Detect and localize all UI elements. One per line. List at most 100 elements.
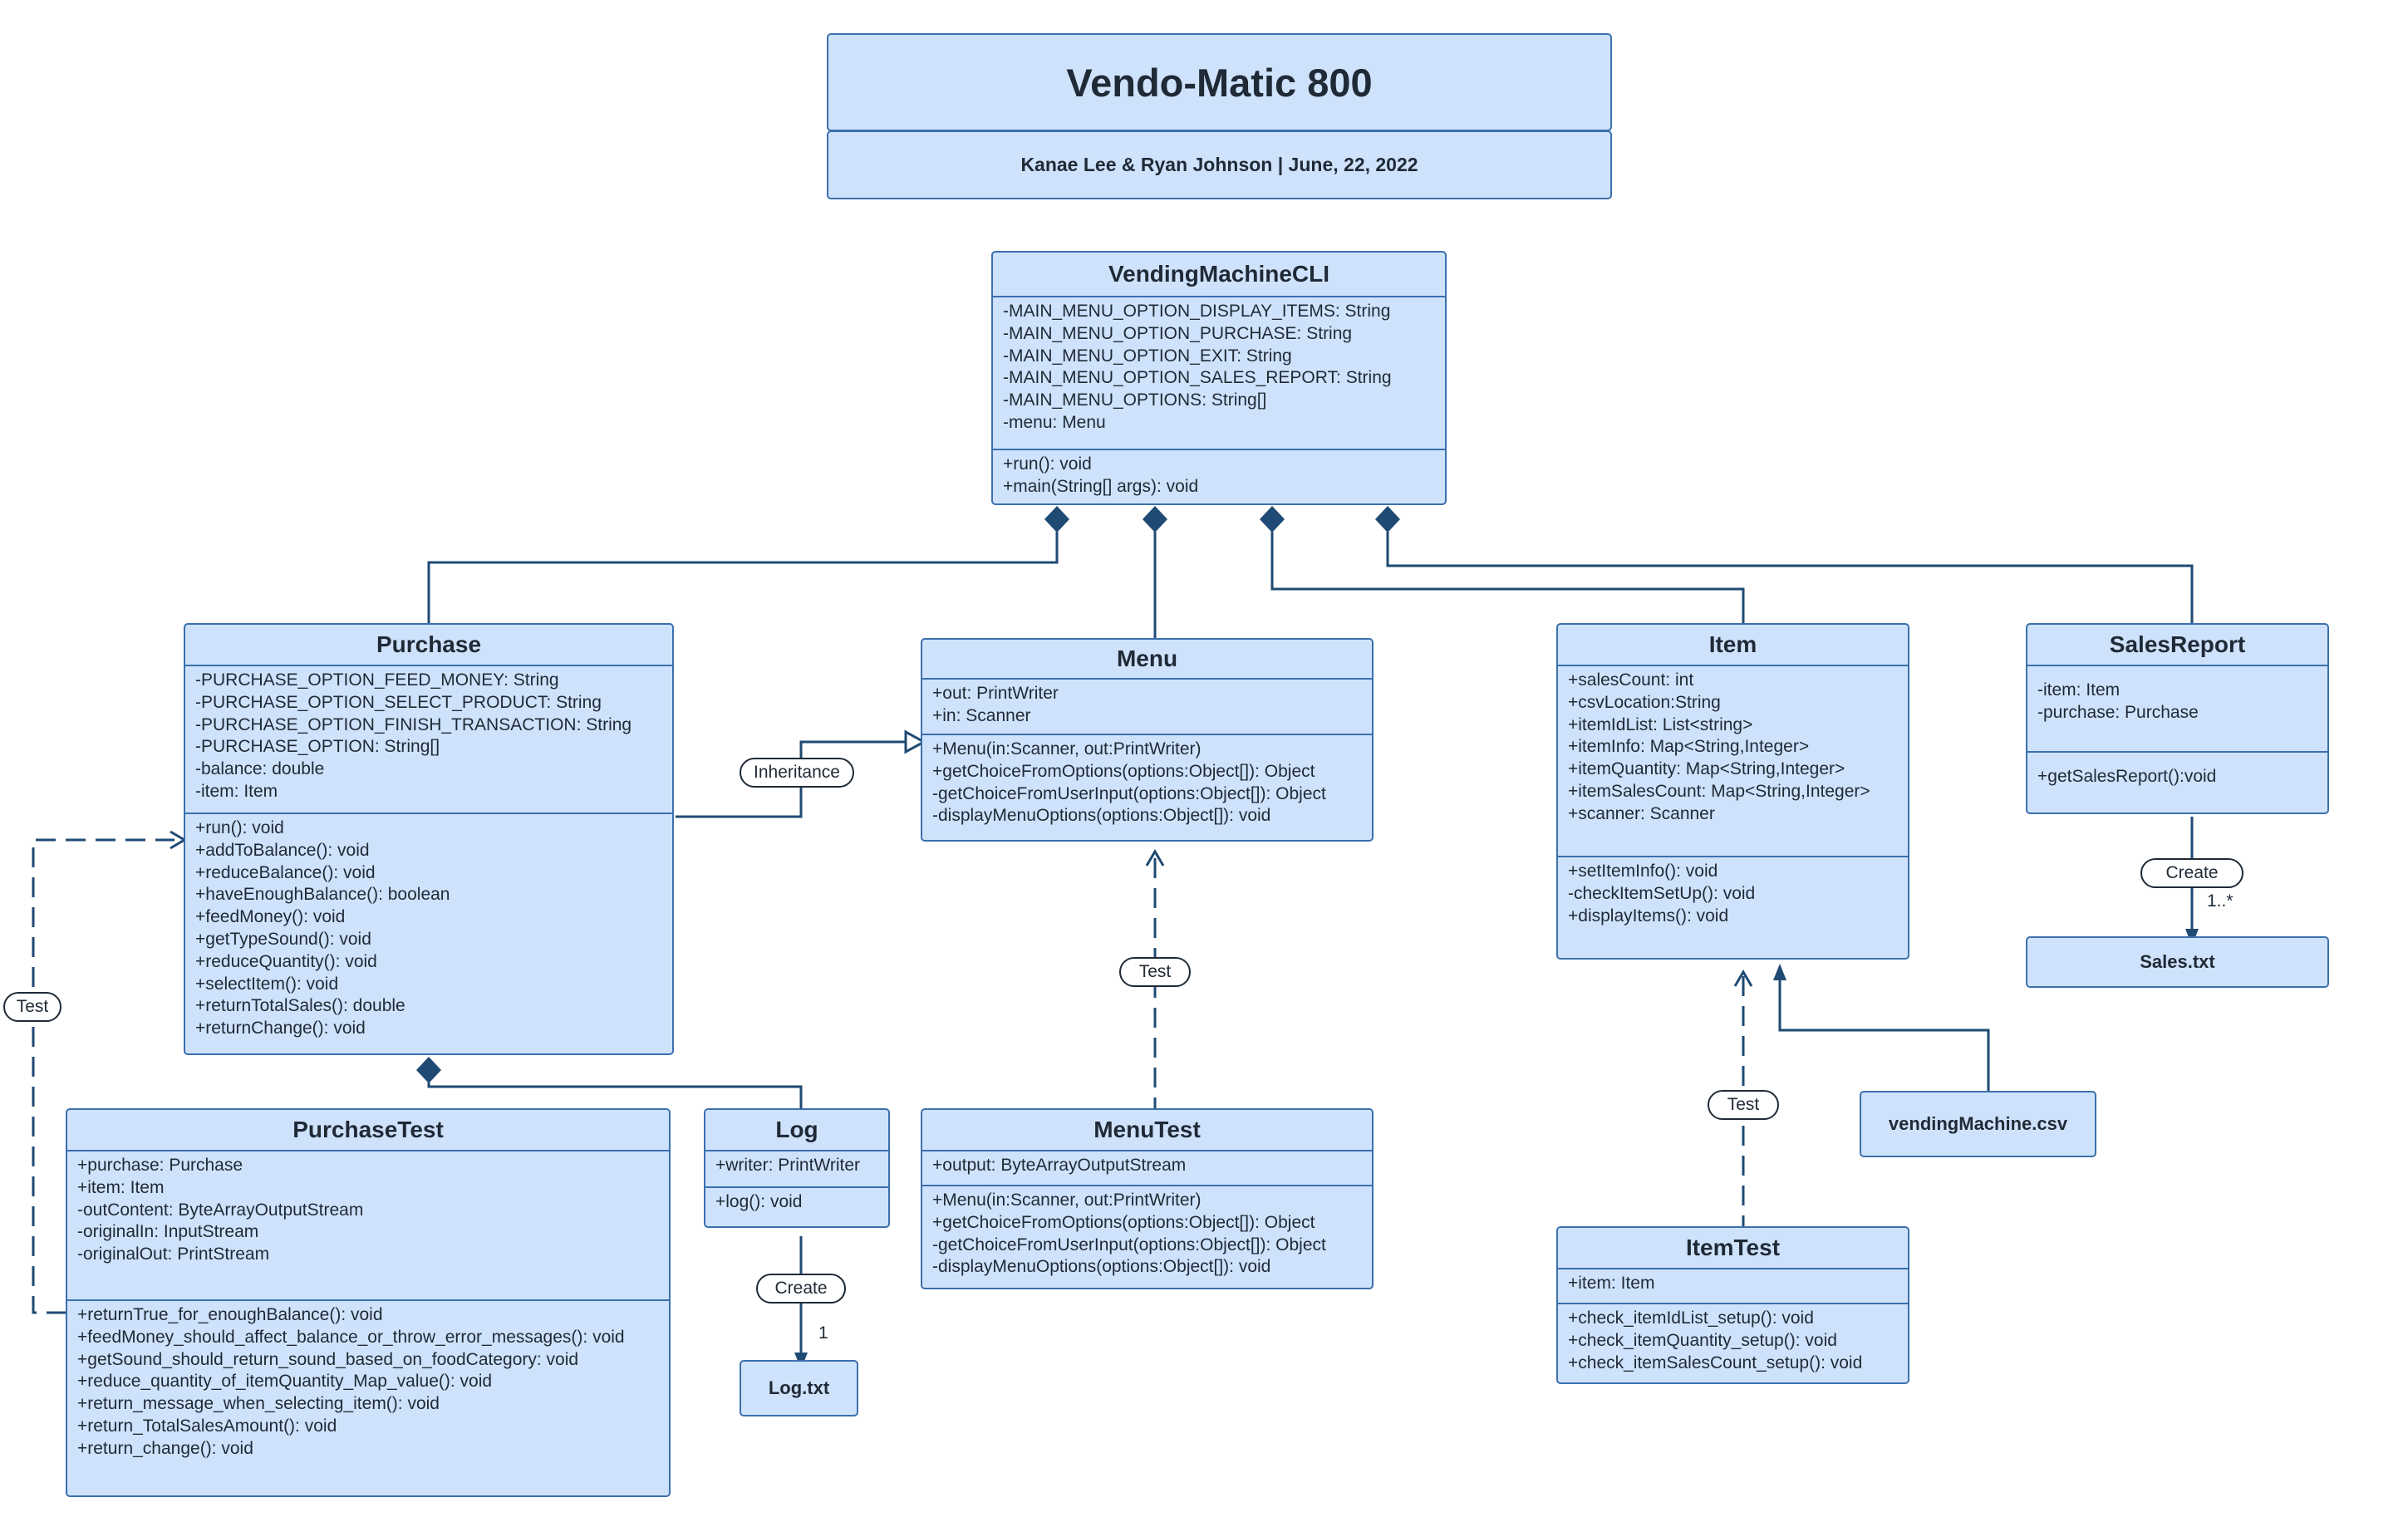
method: +run(): void [1003, 454, 1092, 474]
attributes-section: -PURCHASE_OPTION_FEED_MONEY: String -PUR… [185, 665, 672, 813]
method: +reduceQuantity(): void [195, 951, 377, 971]
attributes-section: -item: Item -purchase: Purchase [2027, 665, 2327, 751]
method: +displayItems(): void [1568, 906, 1729, 925]
attribute: -item: Item [195, 781, 278, 801]
method: +returnChange(): void [195, 1019, 366, 1038]
attribute: -menu: Menu [1003, 412, 1106, 432]
methods-section: +returnTrue_for_enoughBalance(): void +f… [67, 1299, 669, 1464]
method: -getChoiceFromUserInput(options:Object[]… [932, 1235, 1326, 1254]
method: -displayMenuOptions(options:Object[]): v… [932, 1257, 1271, 1277]
class-item: Item +salesCount: int +csvLocation:Strin… [1556, 623, 1909, 960]
method: +reduce_quantity_of_itemQuantity_Map_val… [77, 1372, 493, 1392]
attribute: +itemSalesCount: Map<String,Integer> [1568, 781, 1870, 801]
attribute: +item: Item [1568, 1274, 1655, 1293]
attribute: -PURCHASE_OPTION_FEED_MONEY: String [195, 670, 559, 690]
class-menu-test: MenuTest +output: ByteArrayOutputStream … [921, 1108, 1374, 1289]
attribute: +output: ByteArrayOutputStream [932, 1156, 1187, 1175]
attribute: -purchase: Purchase [2037, 702, 2199, 722]
method: +returnTotalSales(): double [195, 996, 405, 1016]
label-create-log: Create [756, 1274, 846, 1304]
attribute: +itemQuantity: Map<String,Integer> [1568, 759, 1845, 779]
methods-section: +run(): void +addToBalance(): void +redu… [185, 813, 672, 1043]
class-vending-machine-cli: VendingMachineCLI -MAIN_MENU_OPTION_DISP… [991, 251, 1447, 505]
class-name: Log [775, 1117, 818, 1142]
attributes-section: -MAIN_MENU_OPTION_DISPLAY_ITEMS: String … [993, 296, 1445, 449]
attribute: +in: Scanner [932, 705, 1031, 725]
class-menu: Menu +out: PrintWriter +in: Scanner +Men… [921, 638, 1374, 842]
attribute: -originalOut: PrintStream [77, 1245, 270, 1264]
attributes-section: +out: PrintWriter +in: Scanner [922, 678, 1372, 734]
multiplicity-log: 1 [818, 1323, 828, 1343]
method: -displayMenuOptions(options:Object[]): v… [932, 806, 1271, 826]
attributes-section: +salesCount: int +csvLocation:String +it… [1558, 665, 1908, 856]
attribute: +itemIdList: List<string> [1568, 714, 1753, 734]
method: +return_message_when_selecting_item(): v… [77, 1394, 440, 1414]
method: +log(): void [715, 1192, 803, 1211]
attribute: -PURCHASE_OPTION: String[] [195, 737, 440, 757]
class-name: VendingMachineCLI [1108, 261, 1330, 287]
label-inheritance: Inheritance [740, 758, 854, 788]
class-log: Log +writer: PrintWriter +log(): void [704, 1108, 890, 1228]
composition-sales-report [1386, 532, 2194, 625]
method: +addToBalance(): void [195, 840, 370, 860]
attribute: -originalIn: InputStream [77, 1222, 259, 1242]
attributes-section: +writer: PrintWriter [705, 1150, 888, 1186]
attribute: -outContent: ByteArrayOutputStream [77, 1200, 364, 1220]
label-test-purchase: Test [3, 992, 61, 1022]
attributes-section: +purchase: Purchase +item: Item -outCont… [67, 1150, 669, 1299]
methods-section: +getSalesReport():void [2027, 751, 2327, 792]
class-name: PurchaseTest [292, 1117, 444, 1142]
class-name: Menu [1116, 646, 1178, 671]
diagram-title: Vendo-Matic 800 [1066, 60, 1373, 105]
method: +return_TotalSalesAmount(): void [77, 1416, 337, 1436]
attribute: -balance: double [195, 759, 325, 779]
method: +getSalesReport():void [2037, 767, 2217, 786]
composition-item [1270, 532, 1745, 625]
methods-section: +check_itemIdList_setup(): void +check_i… [1558, 1303, 1908, 1377]
methods-section: +Menu(in:Scanner, out:PrintWriter) +getC… [922, 1185, 1372, 1282]
method: +getChoiceFromOptions(options:Object[]):… [932, 1212, 1315, 1232]
method: +check_itemSalesCount_setup(): void [1568, 1353, 1863, 1372]
method: +setItemInfo(): void [1568, 862, 1718, 881]
attribute: -PURCHASE_OPTION_FINISH_TRANSACTION: Str… [195, 714, 632, 734]
label-test-item: Test [1708, 1090, 1779, 1120]
attribute: -MAIN_MENU_OPTION_PURCHASE: String [1003, 323, 1353, 343]
attribute: -MAIN_MENU_OPTION_EXIT: String [1003, 346, 1292, 366]
method: +getTypeSound(): void [195, 929, 371, 949]
csv-to-item-connector [1778, 980, 1990, 1092]
attribute: -MAIN_MENU_OPTION_SALES_REPORT: String [1003, 368, 1392, 388]
attribute: +csvLocation:String [1568, 692, 1721, 712]
method: +run(): void [195, 818, 284, 837]
attribute: +itemInfo: Map<String,Integer> [1568, 737, 1810, 757]
method: +feedMoney_should_affect_balance_or_thro… [77, 1327, 625, 1347]
class-item-test: ItemTest +item: Item +check_itemIdList_s… [1556, 1226, 1909, 1384]
class-name: Purchase [376, 631, 482, 657]
methods-section: +setItemInfo(): void -checkItemSetUp(): … [1558, 856, 1908, 930]
method: +haveEnoughBalance(): boolean [195, 885, 450, 905]
file-vending-machine-csv: vendingMachine.csv [1860, 1091, 2096, 1157]
class-sales-report: SalesReport -item: Item -purchase: Purch… [2026, 623, 2329, 814]
attributes-section: +item: Item [1558, 1268, 1908, 1303]
methods-section: +log(): void [705, 1186, 888, 1217]
attribute: +item: Item [77, 1177, 165, 1197]
method: -checkItemSetUp(): void [1568, 883, 1756, 903]
label-create-sales: Create [2140, 858, 2243, 888]
attributes-section: +output: ByteArrayOutputStream [922, 1150, 1372, 1185]
class-name: Item [1708, 631, 1757, 657]
method: +feedMoney(): void [195, 907, 346, 927]
title-box: Vendo-Matic 800 [827, 33, 1612, 131]
method: +getChoiceFromOptions(options:Object[]):… [932, 761, 1315, 781]
method: +selectItem(): void [195, 974, 339, 994]
attribute: -item: Item [2037, 680, 2121, 700]
method: +returnTrue_for_enoughBalance(): void [77, 1305, 383, 1324]
method: +Menu(in:Scanner, out:PrintWriter) [932, 739, 1202, 759]
method: +return_change(): void [77, 1438, 253, 1458]
attribute: +writer: PrintWriter [715, 1156, 861, 1175]
method: -getChoiceFromUserInput(options:Object[]… [932, 783, 1326, 803]
composition-purchase [427, 532, 1059, 625]
attribute: +out: PrintWriter [932, 684, 1059, 703]
attribute: +purchase: Purchase [77, 1156, 243, 1175]
attribute: +salesCount: int [1568, 670, 1694, 690]
file-sales-txt: Sales.txt [2026, 936, 2329, 988]
methods-section: +Menu(in:Scanner, out:PrintWriter) +getC… [922, 734, 1372, 831]
